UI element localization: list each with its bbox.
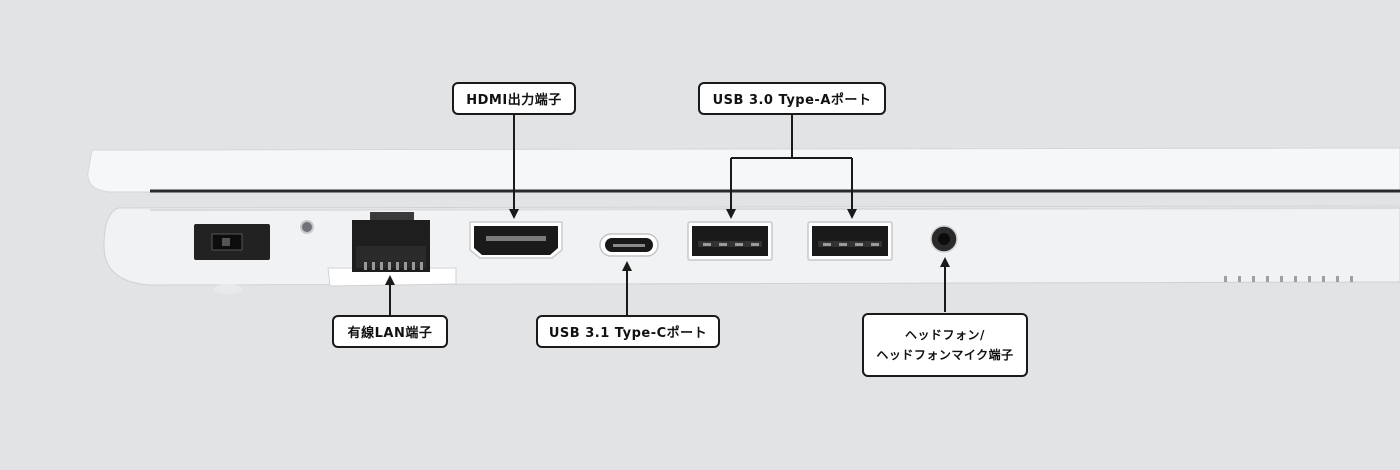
power-led-icon — [300, 220, 314, 234]
lan-label: 有線LAN端子 — [332, 315, 448, 348]
hdmi-port-icon — [469, 221, 563, 259]
usb-c-port-icon — [599, 233, 659, 257]
headphone-label-line2: ヘッドフォンマイク端子 — [876, 348, 1014, 362]
headphone-label: ヘッドフォン/ ヘッドフォンマイク端子 — [862, 313, 1028, 377]
usb-a-label: USB 3.0 Type-Aポート — [698, 82, 886, 115]
vent-slots — [1224, 276, 1353, 282]
headphone-jack-icon — [930, 225, 958, 253]
lan-port-icon — [352, 212, 430, 272]
leader-lines — [385, 114, 950, 316]
headphone-label-line1: ヘッドフォン/ — [905, 328, 985, 342]
foot — [214, 284, 242, 294]
usb-c-label: USB 3.1 Type-Cポート — [536, 315, 720, 348]
lock-slot-icon — [194, 224, 270, 260]
base-edge — [149, 207, 1400, 211]
laptop-lid — [87, 147, 1400, 193]
usb-a-port-2-icon — [807, 221, 893, 261]
usb-a-port-1-icon — [687, 221, 773, 261]
hdmi-label: HDMI出力端子 — [452, 82, 576, 115]
